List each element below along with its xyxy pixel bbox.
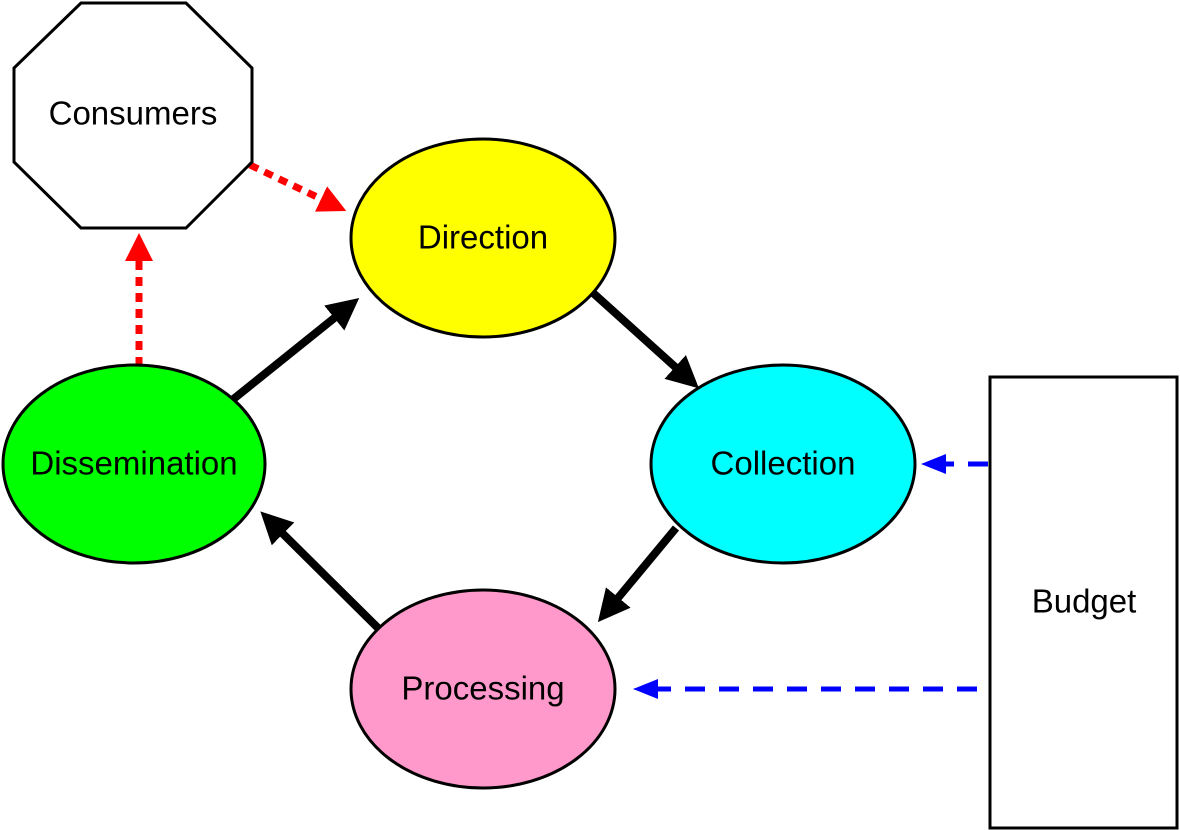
consumers-label: Consumers xyxy=(49,95,218,132)
processing-ellipse xyxy=(349,588,617,790)
edge-consumers-to-direction xyxy=(248,161,347,212)
edge-dissemination-to-direction xyxy=(228,297,360,405)
node-budget: Budget xyxy=(988,375,1179,830)
node-dissemination: Dissemination xyxy=(1,363,267,565)
node-processing: Processing xyxy=(349,588,617,790)
consumers-octagon xyxy=(12,1,254,230)
dissemination-label: Dissemination xyxy=(30,445,237,482)
direction-label: Direction xyxy=(418,219,548,256)
node-collection: Collection xyxy=(649,363,917,565)
collection-ellipse xyxy=(649,363,917,565)
edge-processing-to-dissemination xyxy=(260,511,381,631)
node-direction: Direction xyxy=(349,137,617,339)
edge-direction-to-collection xyxy=(589,289,699,389)
budget-label: Budget xyxy=(1032,583,1137,620)
direction-ellipse xyxy=(349,137,617,339)
collection-label: Collection xyxy=(711,445,856,482)
edge-collection-to-processing xyxy=(597,525,680,623)
processing-label: Processing xyxy=(401,670,564,707)
dissemination-ellipse xyxy=(1,363,267,565)
node-consumers: Consumers xyxy=(12,1,254,230)
budget-rectangle xyxy=(988,375,1179,830)
edges xyxy=(125,161,988,699)
